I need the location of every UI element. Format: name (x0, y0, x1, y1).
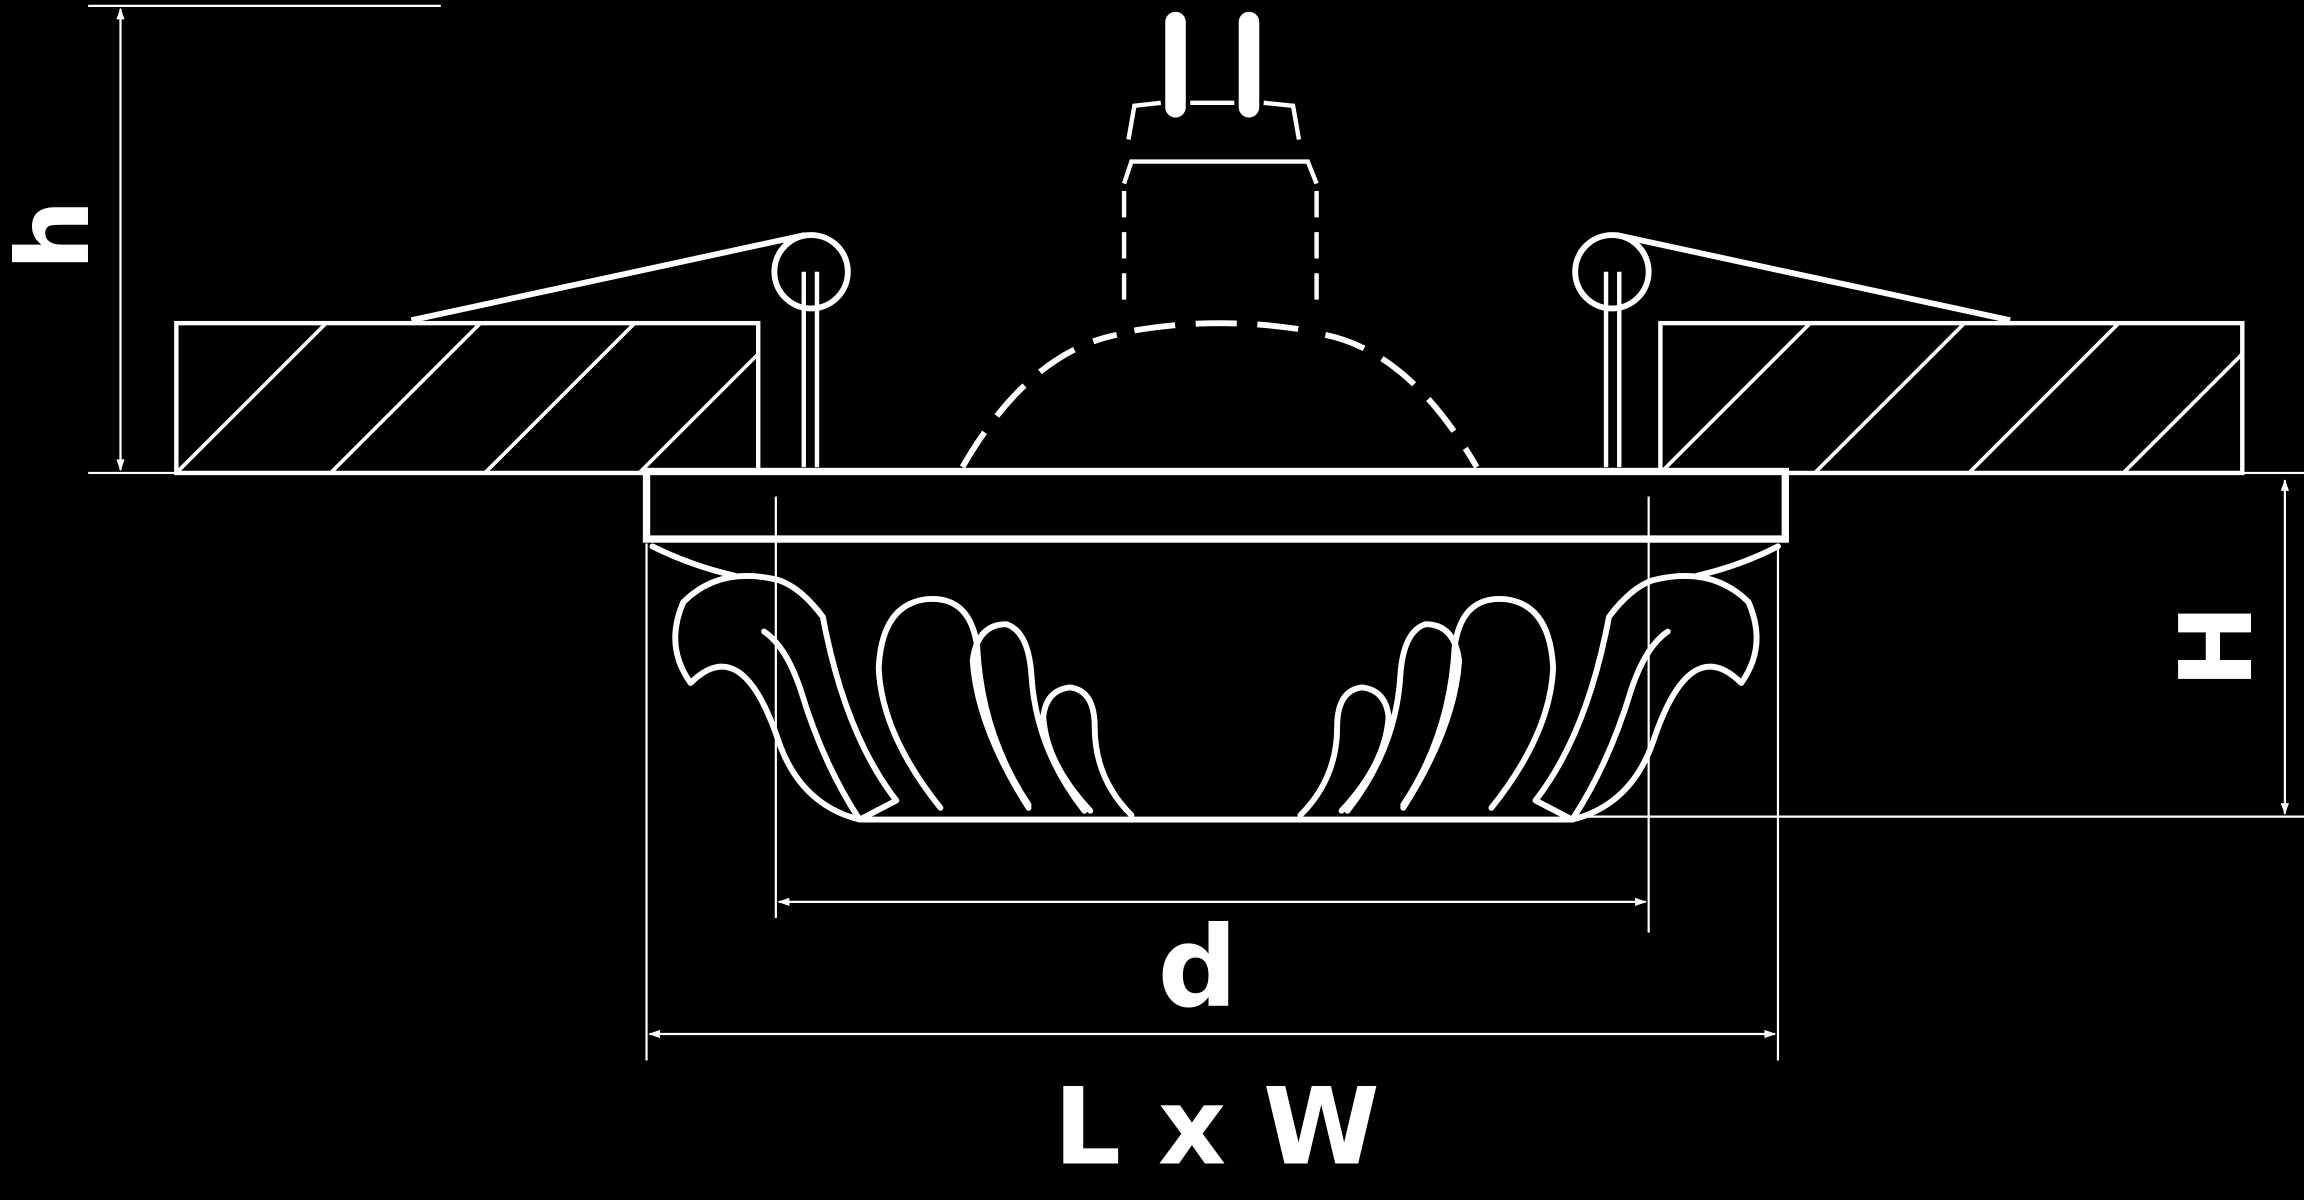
ceiling-slab-right (1658, 320, 2245, 476)
trim-ring-flange (642, 467, 1789, 543)
dimension-H-label: H (2158, 604, 2275, 688)
ceiling-slab-left (174, 320, 761, 476)
dimension-d-label: d (1158, 903, 1238, 1033)
dimension-h-label: h (0, 199, 112, 270)
dimension-d (774, 496, 1650, 933)
dimension-h (88, 4, 441, 472)
dimension-H (1575, 479, 2304, 818)
spring-clip-left (410, 232, 851, 468)
decorative-bowl (649, 543, 1781, 823)
dimension-lxw (645, 543, 1780, 1061)
dimension-lxw-label: L x W (1054, 1065, 1380, 1188)
spring-clip-right (1572, 232, 2011, 468)
lamp-bulb (959, 11, 1480, 469)
